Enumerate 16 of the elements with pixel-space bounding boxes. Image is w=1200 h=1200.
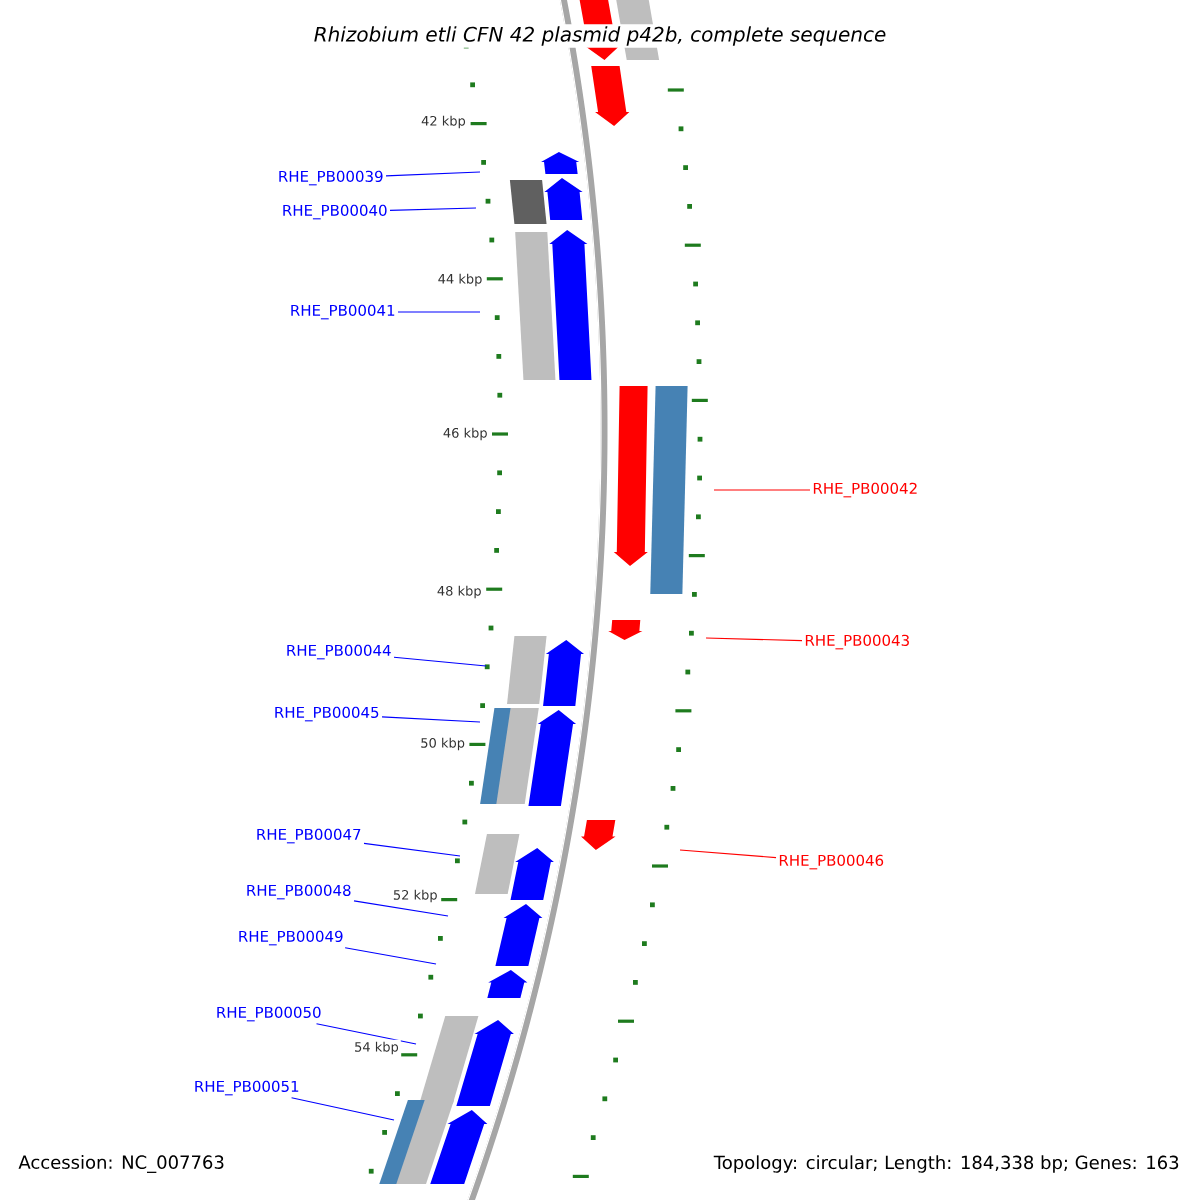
leader-line — [353, 900, 449, 917]
title: Rhizobium etli CFN 42 plasmid p42b, complete sequence — [311, 24, 889, 48]
leader-line — [397, 311, 481, 313]
leader-line — [679, 849, 777, 859]
leader-line — [393, 656, 487, 667]
genome-summary-text: Topology: circular; Length: 184,338 bp; Genes: 163 — [713, 1155, 1179, 1173]
accession-text: Accession: NC_007763 — [18, 1155, 224, 1173]
leader-line — [315, 1023, 417, 1045]
leader-line — [344, 947, 437, 965]
leader-line — [290, 1097, 395, 1121]
leader-line — [713, 489, 811, 491]
leader-line — [385, 171, 481, 177]
leader-line — [381, 716, 481, 723]
leader-line — [389, 207, 477, 212]
leader-line — [363, 842, 461, 857]
leader-line — [705, 637, 803, 642]
